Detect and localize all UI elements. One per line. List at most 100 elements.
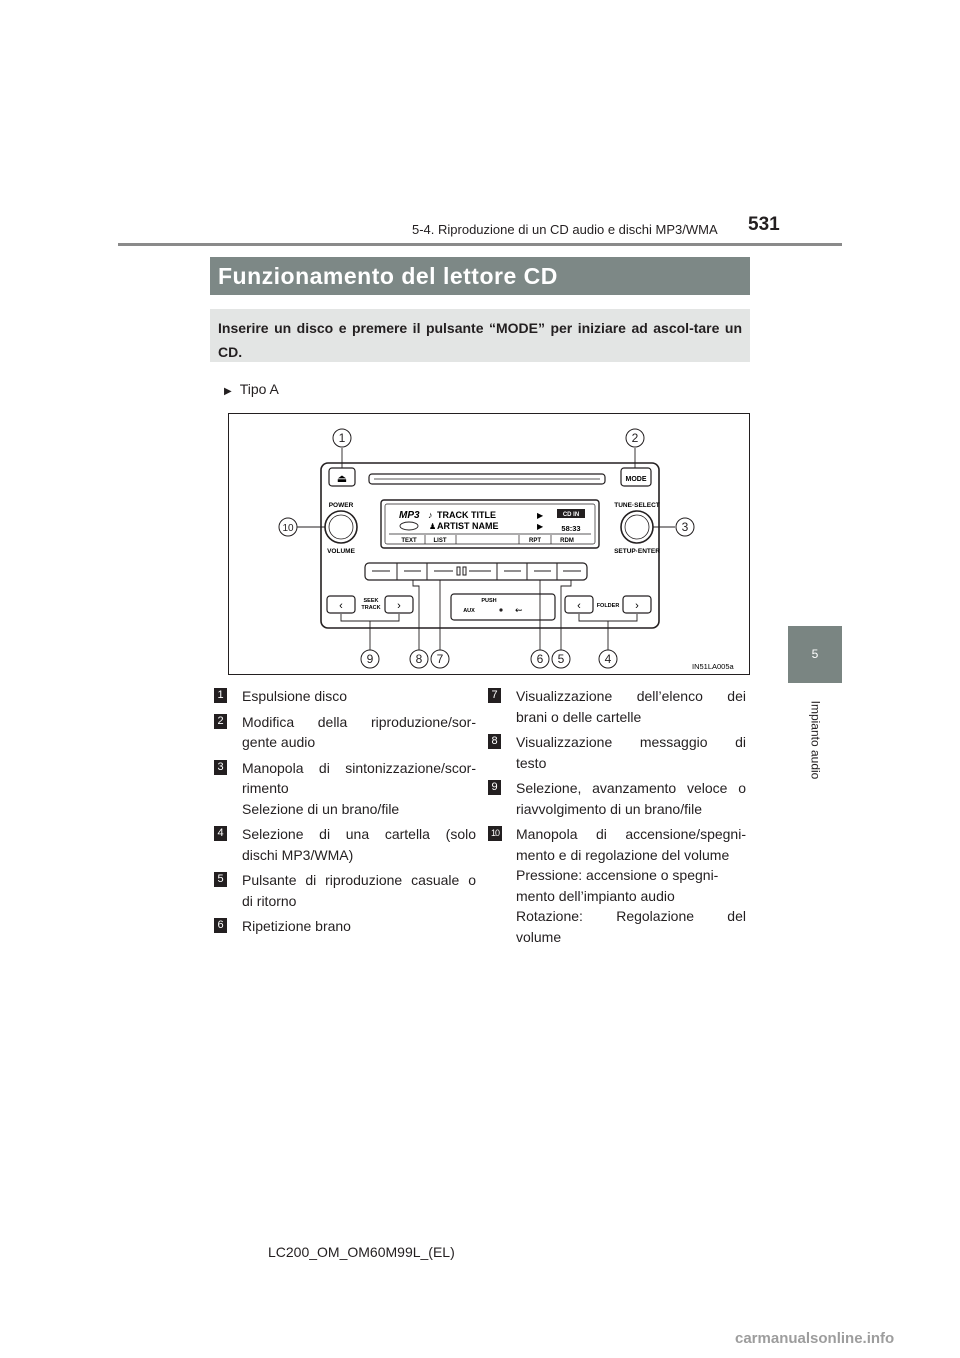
number-badge: 4	[214, 826, 227, 841]
legend-line: volume	[516, 928, 562, 945]
legend-line: brani o delle cartelle	[516, 708, 642, 725]
track-label: TRACK	[361, 605, 380, 611]
legend-line: Pulsante di riproduzione casuale o	[242, 872, 476, 888]
number-badge: 10	[488, 826, 502, 841]
chapter-tab: 5	[788, 626, 842, 683]
callout-8: 8	[416, 652, 423, 666]
legend-line: Ripetizione brano	[242, 918, 351, 934]
legend-right: 7 Visualizzazione dell’elenco dei brani o …	[488, 686, 746, 952]
folder-next-button[interactable]	[622, 595, 652, 614]
push-label: PUSH	[481, 598, 496, 604]
legend-item: 2 Modifica della riproduzione/sor-gente a…	[214, 712, 476, 753]
page-number: 531	[748, 214, 780, 235]
legend-line: Selezione di una cartella (solo	[242, 826, 476, 842]
display-list-key: LIST	[434, 538, 447, 544]
callout-4: 4	[605, 652, 612, 666]
callout-6: 6	[537, 652, 544, 666]
intro-box: Inserire un disco e premere il pulsante …	[210, 309, 750, 362]
legend-line: Selezione di un brano/file	[242, 800, 400, 817]
display-cd-in: CD IN	[563, 512, 579, 518]
legend-line: mento dell’impianto audio	[516, 887, 675, 904]
tune-knob[interactable]	[620, 510, 654, 544]
callout-10: 10	[282, 523, 294, 534]
legend-text: Visualizzazione messaggio di testo	[516, 732, 746, 773]
callout-9: 9	[367, 652, 374, 666]
legend-text: Espulsione disco	[242, 686, 476, 707]
chevron-left-icon: ‹	[339, 600, 343, 612]
section-path: 5-4. Riproduzione di un CD audio e disch…	[412, 222, 718, 237]
seek-next-button[interactable]	[384, 595, 414, 614]
callout-markers	[278, 428, 695, 669]
type-label: ▶ Tipo A	[224, 381, 279, 397]
number-badge: 5	[214, 872, 227, 887]
tune-select-label: TUNE·SELECT	[614, 502, 660, 509]
usb-icon: ⇜	[515, 605, 523, 615]
legend-line: dischi MP3/WMA)	[242, 846, 354, 863]
folder-label: FOLDER	[597, 603, 620, 609]
legend-line: Visualizzazione messaggio di	[516, 734, 746, 750]
legend-line: gente audio	[242, 734, 316, 750]
callout-1: 1	[339, 431, 346, 445]
legend-line: Manopola di accensione/spegni-	[516, 826, 746, 842]
seek-label: SEEK	[364, 598, 379, 604]
mode-label: MODE	[626, 476, 647, 483]
number-badge: 7	[488, 688, 501, 703]
chevron-right-icon: ›	[397, 600, 401, 612]
legend-text: Ripetizione brano	[242, 916, 476, 937]
page-title: Funzionamento del lettore CD	[210, 257, 750, 295]
triangle-bullet-icon: ▶	[224, 386, 232, 397]
arrow-right-icon: ▶	[537, 522, 544, 531]
legend-line: Selezione, avanzamento veloce o	[516, 780, 746, 796]
legend-line: Manopola di sintonizzazione/scor-	[242, 759, 476, 776]
volume-label: VOLUME	[327, 548, 355, 555]
callout-2: 2	[632, 431, 639, 445]
legend-text: Modifica della riproduzione/sor-gente au…	[242, 712, 476, 753]
legend-line: Rotazione: Regolazione del	[516, 908, 746, 924]
callout-5: 5	[558, 652, 565, 666]
aux-label: AUX	[463, 608, 475, 614]
legend-line: riavvolgimento di un brano/file	[516, 800, 702, 817]
volume-knob[interactable]	[324, 510, 358, 544]
legend-text: Manopola di accensione/spegni-mento e di…	[516, 824, 746, 947]
legend-line: Visualizzazione dell’elenco dei	[516, 688, 746, 704]
setup-enter-label: SETUP·ENTER	[614, 548, 660, 555]
legend-line: Espulsione disco	[242, 688, 348, 704]
aux-jack[interactable]	[499, 608, 503, 612]
number-badge: 9	[488, 780, 501, 795]
legend-text: Selezione di una cartella (solo dischi MP…	[242, 824, 476, 865]
mode-button[interactable]	[620, 467, 652, 487]
legend-text: Selezione, avanzamento veloce o riavvolgi…	[516, 778, 746, 819]
power-label: POWER	[329, 502, 354, 509]
callout-7: 7	[437, 652, 444, 666]
display-mp3: MP3	[399, 510, 420, 521]
seek-prev-button[interactable]	[326, 595, 356, 614]
legend-text: Manopola di sintonizzazione/scor-rimento…	[242, 758, 476, 820]
type-label-text: Tipo A	[239, 381, 279, 397]
legend-item: 6 Ripetizione brano	[214, 916, 476, 937]
callout-3: 3	[682, 520, 689, 534]
chapter-label-text: Impianto audio	[808, 700, 823, 780]
watermark: carmanualsonline.info	[735, 1330, 895, 1347]
figure-code: IN51LA005a	[692, 662, 735, 671]
number-badge: 6	[214, 918, 227, 933]
legend-line: testo	[516, 754, 547, 771]
legend-item: 4 Selezione di una cartella (solo dischi M…	[214, 824, 476, 865]
header-rule	[118, 243, 842, 246]
footer-code: LC200_OM_OM60M99L_(EL)	[268, 1244, 455, 1260]
number-badge: 2	[214, 713, 227, 729]
person-icon: ♟	[429, 522, 436, 531]
aux-usb-panel	[450, 593, 556, 621]
legend-item: 7 Visualizzazione dell’elenco dei brani o …	[488, 686, 746, 727]
legend-item: 3 Manopola di sintonizzazione/scor-riment…	[214, 758, 476, 820]
legend-item: 9 Selezione, avanzamento veloce o riavvolg…	[488, 778, 746, 819]
folder-prev-button[interactable]	[564, 595, 594, 614]
disc-icon	[399, 521, 419, 531]
display-text-key: TEXT	[401, 538, 417, 544]
legend-item: 10 Manopola di accensione/spegni-mento e …	[488, 824, 746, 947]
number-badge: 3	[214, 759, 227, 775]
legend-line: Pressione: accensione o spegni-	[516, 867, 719, 883]
